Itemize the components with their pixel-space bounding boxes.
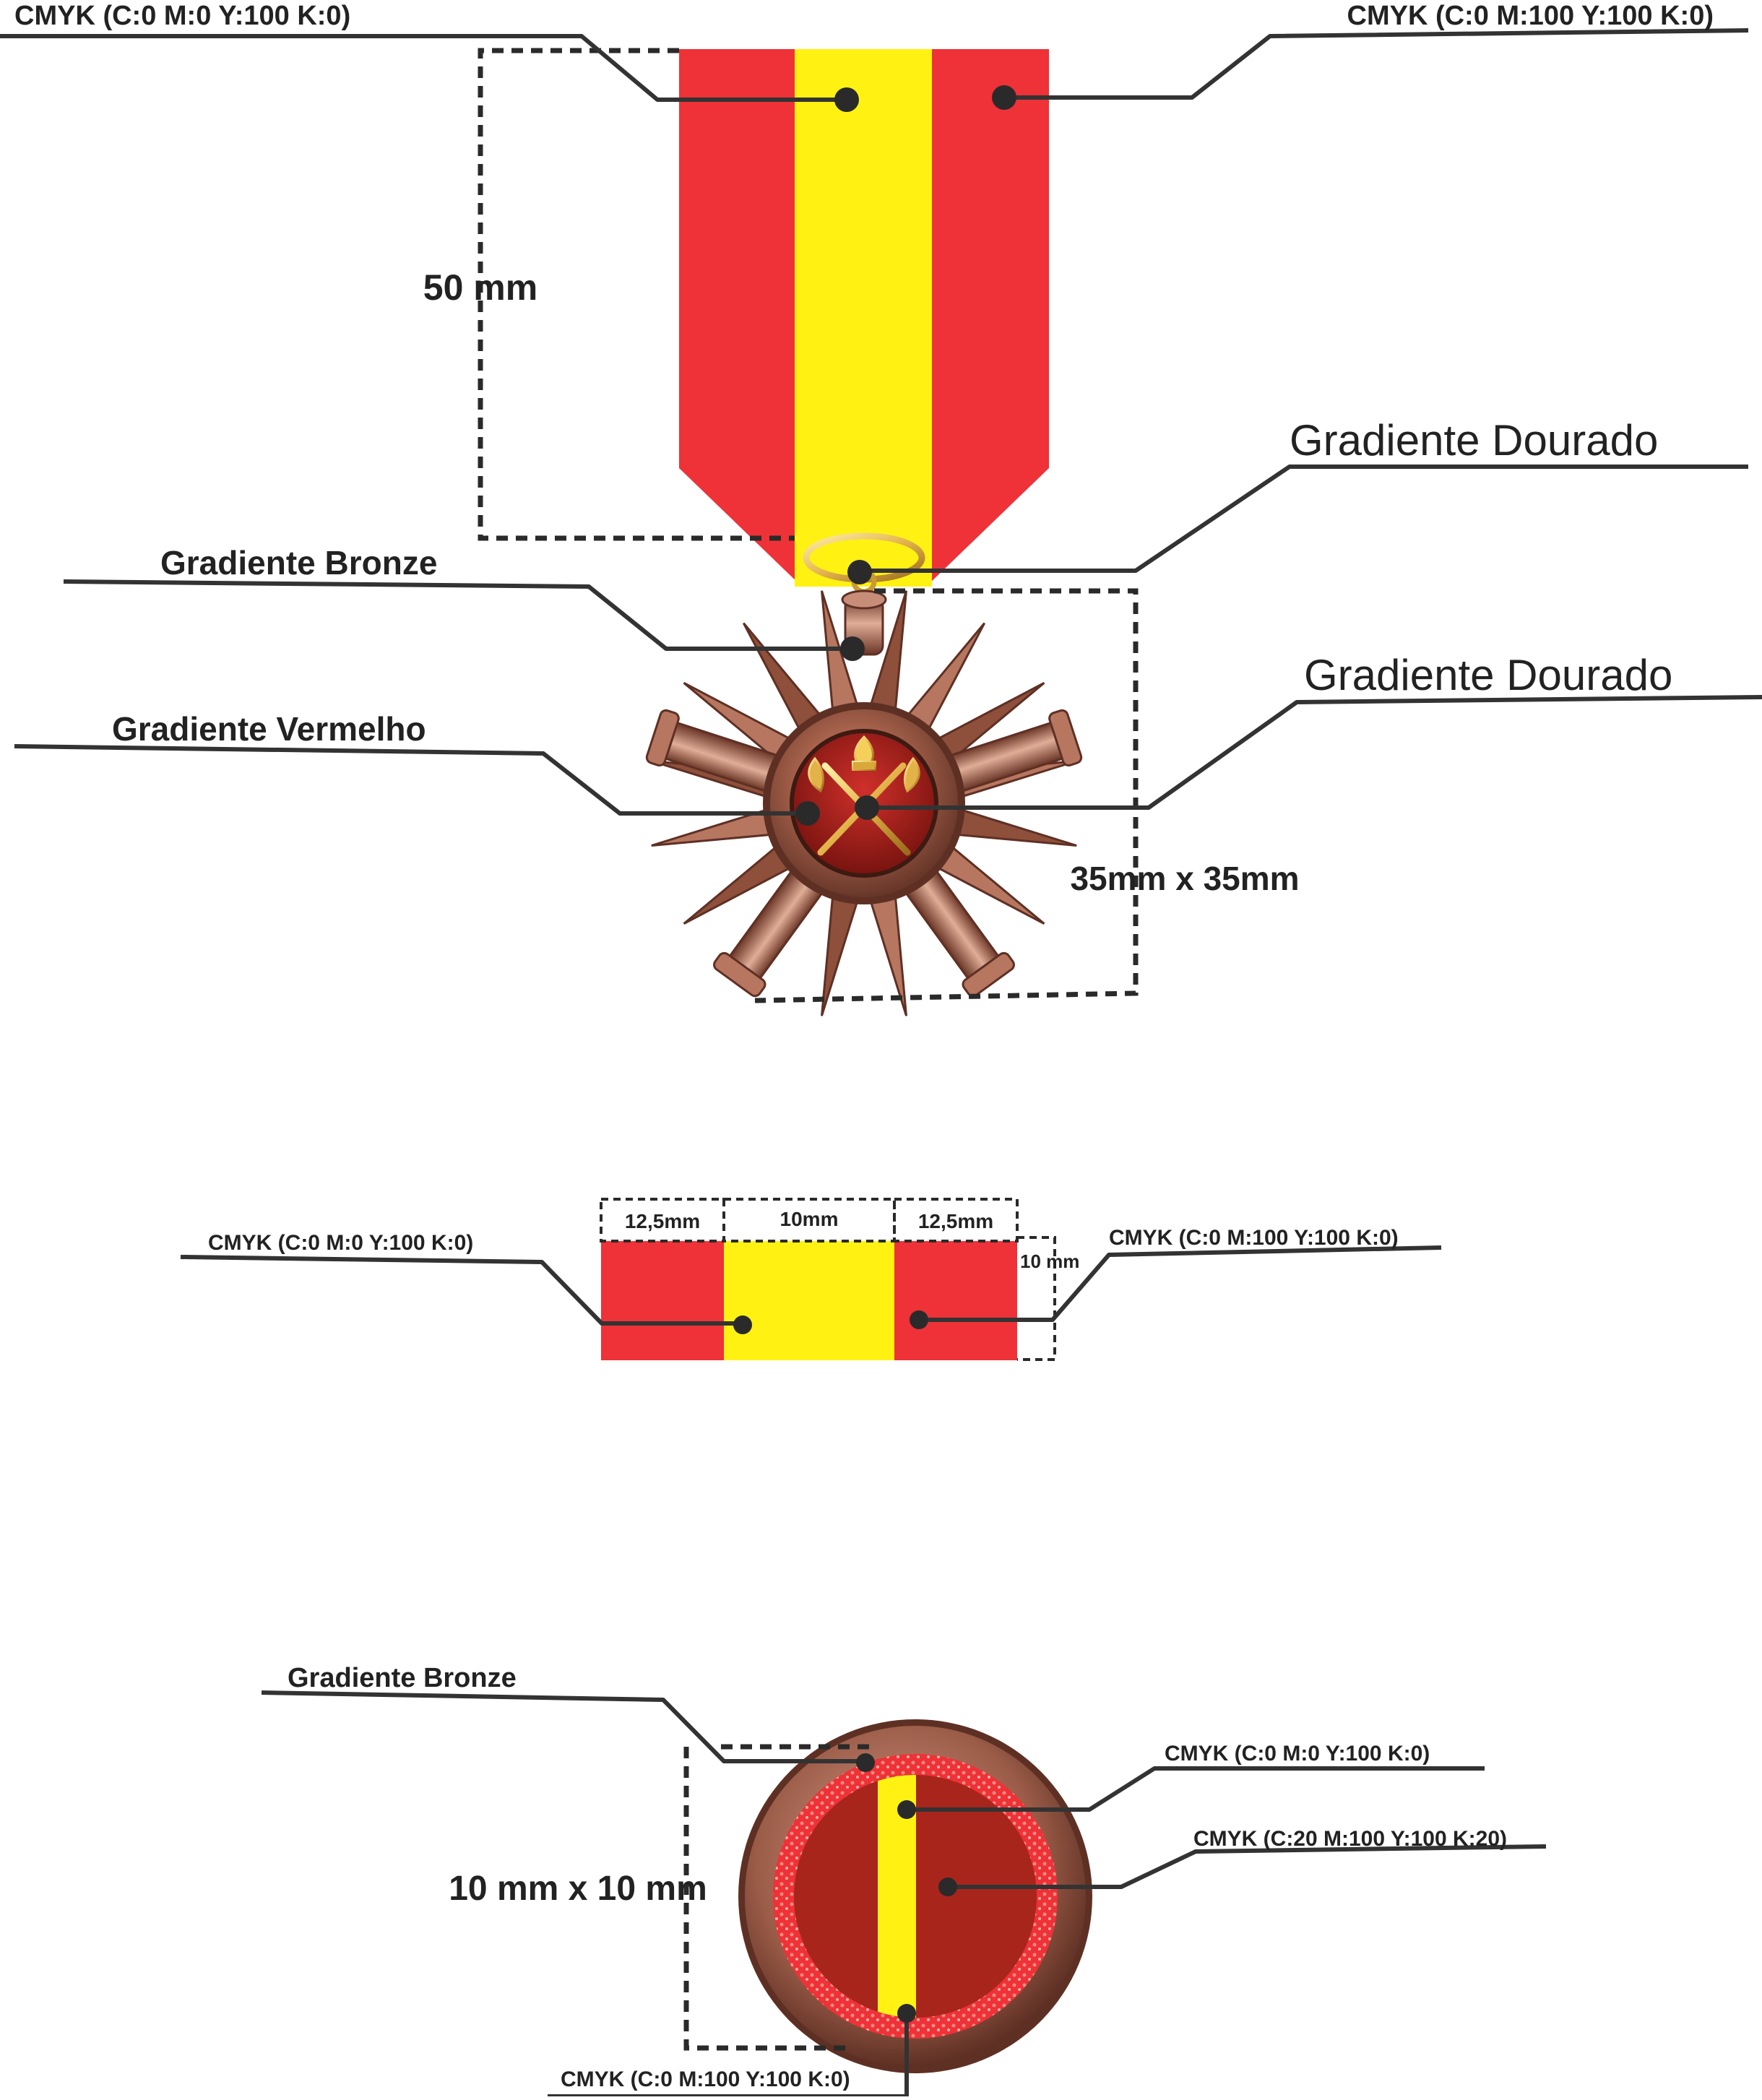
leader-bar-red	[919, 1245, 1442, 1322]
ribbon	[679, 49, 1049, 587]
pin-red-label: CMYK (C:0 M:100 Y:100 K:0)	[561, 2067, 850, 2091]
bar-center-width: 10mm	[780, 1208, 839, 1230]
bar-height-box	[1017, 1236, 1056, 1361]
pin-dimension-box	[683, 1747, 852, 2051]
bronze-label: Gradiente Bronze	[160, 544, 437, 582]
bar-right-red	[894, 1241, 1017, 1360]
pin-yellow-label: CMYK (C:0 M:0 Y:100 K:0)	[1165, 1742, 1430, 1766]
leader-pin-rim	[261, 1690, 871, 1763]
pin-rim-label: Gradiente Bronze	[288, 1663, 517, 1693]
lapel-pin	[738, 1719, 1092, 2073]
medal-ray	[943, 805, 1077, 847]
bar-red-label: CMYK (C:0 M:100 Y:100 K:0)	[1109, 1226, 1399, 1250]
leader-pin-dark-red	[946, 1844, 1547, 1889]
medal-barrel	[925, 709, 1083, 800]
bar-right-width-box	[893, 1198, 1019, 1243]
bar-right-width: 12,5mm	[918, 1210, 993, 1232]
center-red-label: Gradiente Vermelho	[112, 710, 426, 748]
medal-red-label: CMYK (C:0 M:100 Y:100 K:0)	[1347, 1, 1714, 31]
leader-bronze	[63, 579, 851, 651]
medal-size-label: 35mm x 35mm	[1070, 860, 1299, 897]
ribbon-bar	[601, 1241, 1017, 1360]
bar-yellow-label: CMYK (C:0 M:0 Y:100 K:0)	[208, 1231, 473, 1255]
ribbon-dimension-box	[478, 48, 795, 541]
bar-left-red	[601, 1241, 724, 1360]
leader-pin-yellow	[907, 1766, 1485, 1812]
pin-size-label: 10 mm x 10 mm	[449, 1870, 707, 1908]
leader-ring	[860, 464, 1748, 573]
ring-label: Gradiente Dourado	[1290, 416, 1658, 464]
leader-center-red	[14, 744, 808, 816]
leader-medal-yellow	[0, 34, 847, 102]
medal-barrel	[645, 709, 803, 800]
bar-left-width: 12,5mm	[625, 1210, 700, 1232]
emblem-label: Gradiente Dourado	[1304, 651, 1672, 699]
leader-bar-yellow	[180, 1255, 743, 1326]
leader-emblem	[867, 695, 1762, 810]
bar-left-width-box	[600, 1198, 725, 1243]
leader-medal-red	[1004, 28, 1749, 100]
bar-center-yellow	[724, 1241, 894, 1360]
pin-yellow-stripe	[878, 1775, 916, 2018]
ribbon-yellow-stripe	[795, 49, 932, 587]
ribbon-length-label: 50 mm	[423, 267, 537, 308]
bar-height: 10 mm	[1020, 1250, 1079, 1272]
pin-dark-red-label: CMYK (C:20 M:100 Y:100 K:20)	[1193, 1827, 1507, 1851]
medal-yellow-label: CMYK (C:0 M:0 Y:100 K:0)	[14, 1, 350, 31]
